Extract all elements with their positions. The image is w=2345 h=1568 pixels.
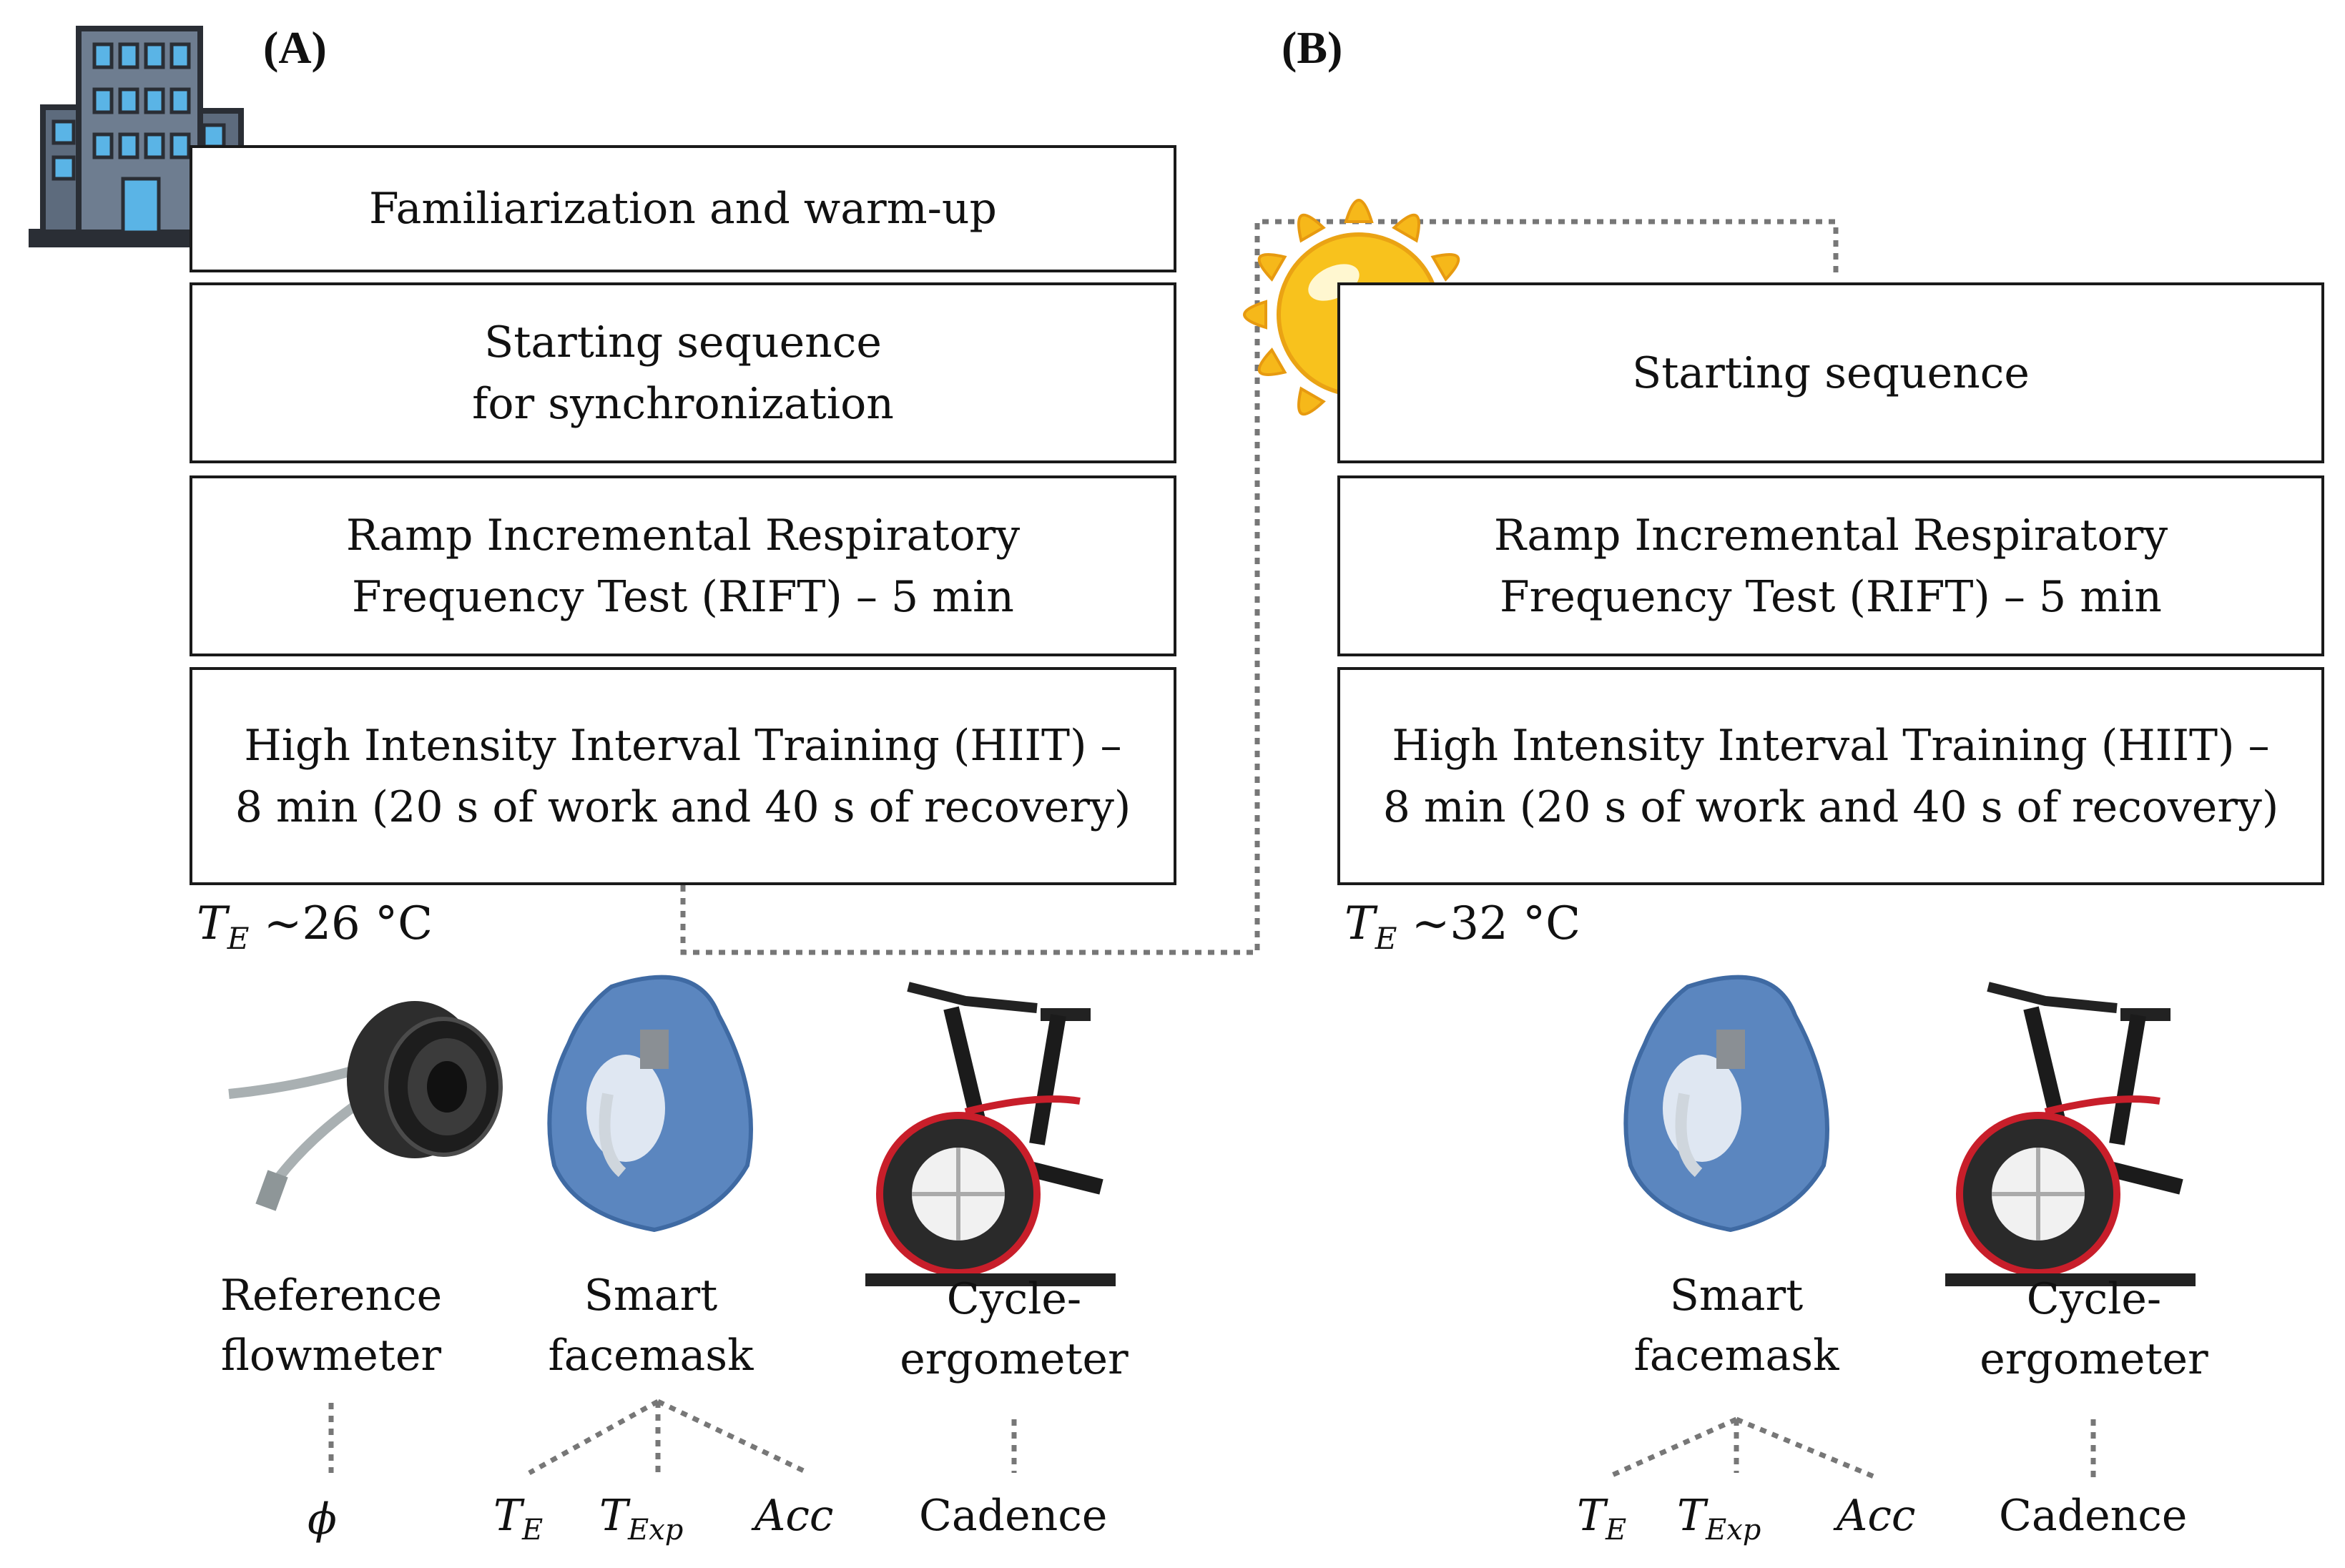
step-a-hiit-text: High Intensity Interval Training (HIIT) …: [235, 720, 1131, 832]
facemask-link-acc: [657, 1399, 810, 1476]
temperature-a-symbol: T: [197, 897, 227, 950]
output-texp: TExp: [599, 1491, 683, 1547]
panel-a-label: (A): [263, 22, 327, 73]
output-cadence: Cadence: [919, 1491, 1108, 1541]
output-te-b-symbol: T: [1577, 1491, 1606, 1541]
temperature-b: TE ~32 °C: [1344, 897, 1580, 956]
device-label-flowmeter: Reference flowmeter: [220, 1271, 443, 1381]
step-b-rift: Ramp Incremental Respiratory Frequency T…: [1337, 475, 2324, 656]
facemask-b-link-acc: [1735, 1416, 1875, 1479]
facemask-image: [547, 975, 753, 1233]
output-texp-symbol: T: [599, 1491, 629, 1541]
step-a-hiit: High Intensity Interval Training (HIIT) …: [190, 667, 1176, 885]
step-a-starting-sequence-text: Starting sequence for synchronization: [472, 317, 894, 429]
step-a-rift: Ramp Incremental Respiratory Frequency T…: [190, 475, 1176, 656]
output-te-symbol: T: [493, 1491, 523, 1541]
temperature-a-value: ~26 °C: [249, 897, 433, 950]
output-texp-b: TExp: [1677, 1491, 1761, 1547]
step-b-hiit-text: High Intensity Interval Training (HIIT) …: [1382, 720, 2279, 832]
temperature-a-sub: E: [227, 920, 250, 956]
output-te-sub: E: [522, 1514, 544, 1547]
step-a-starting-sequence: Starting sequence for synchronization: [190, 282, 1176, 463]
bike-image: [865, 982, 1116, 1286]
output-te-b-sub: E: [1606, 1514, 1627, 1547]
facemask-b-link-te: [1608, 1416, 1738, 1479]
flowmeter-image: [228, 1001, 503, 1211]
device-label-bike: Cycle- ergometer: [900, 1274, 1129, 1384]
temperature-b-sub: E: [1375, 920, 1397, 956]
temperature-b-symbol: T: [1344, 897, 1375, 950]
facemask-image-b: [1623, 975, 1829, 1233]
output-te-b: TE: [1577, 1491, 1626, 1547]
output-cadence-b: Cadence: [1999, 1491, 2188, 1541]
output-te: TE: [493, 1491, 543, 1547]
device-label-facemask: Smart facemask: [548, 1271, 754, 1381]
output-flow: ϕ: [308, 1494, 337, 1544]
device-label-facemask-b: Smart facemask: [1633, 1271, 1839, 1381]
step-b-hiit: High Intensity Interval Training (HIIT) …: [1337, 667, 2324, 885]
output-texp-b-symbol: T: [1677, 1491, 1706, 1541]
temperature-b-value: ~32 °C: [1397, 897, 1581, 950]
step-b-rift-text: Ramp Incremental Respiratory Frequency T…: [1493, 510, 2168, 622]
bike-image-b: [1945, 982, 2196, 1286]
step-b-starting-sequence-text: Starting sequence: [1632, 347, 2030, 398]
device-label-bike-b: Cycle- ergometer: [1980, 1274, 2208, 1384]
step-a-familiarization-text: Familiarization and warm-up: [369, 184, 997, 234]
step-b-starting-sequence: Starting sequence: [1337, 282, 2324, 463]
output-texp-sub: Exp: [628, 1514, 684, 1547]
temperature-a: TE ~26 °C: [197, 897, 433, 956]
output-texp-b-sub: Exp: [1706, 1514, 1761, 1547]
panel-b-label: (B): [1282, 22, 1343, 73]
step-a-rift-text: Ramp Incremental Respiratory Frequency T…: [345, 510, 1021, 622]
connector-a-to-b: [680, 219, 1839, 955]
step-a-familiarization: Familiarization and warm-up: [190, 145, 1176, 272]
facemask-link-te: [528, 1399, 659, 1476]
output-acc-b: Acc: [1837, 1491, 1916, 1541]
output-acc: Acc: [754, 1491, 834, 1541]
